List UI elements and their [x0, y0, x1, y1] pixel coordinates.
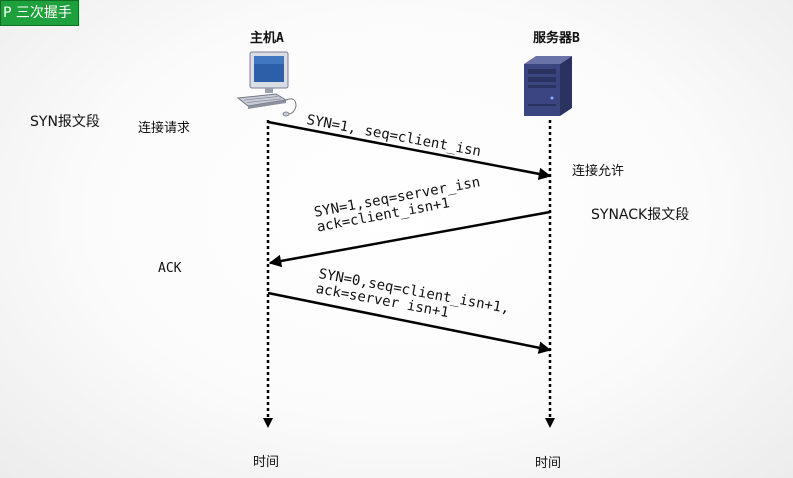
connect-request-label: 连接请求 [138, 121, 191, 136]
page-title: P 三次握手 [0, 0, 79, 26]
host-a-label: 主机A [250, 31, 284, 46]
syn-arrow [267, 120, 552, 181]
desktop-computer-icon [236, 51, 297, 117]
ack-label: ACK [158, 261, 182, 276]
host-time-label: 时间 [253, 455, 280, 470]
server-timeline-arrowhead [545, 418, 555, 428]
ack-arrow [267, 291, 552, 354]
synack-segment-label: SYNACK报文段 [591, 207, 690, 223]
host-timeline-arrowhead [263, 418, 273, 428]
connect-allow-label: 连接允许 [572, 164, 625, 179]
server-time-label: 时间 [535, 456, 562, 471]
syn-segment-label: SYN报文段 [30, 114, 100, 130]
server-b-label: 服务器B [533, 31, 580, 46]
synack-arrow [268, 210, 551, 268]
server-tower-icon [524, 56, 572, 116]
